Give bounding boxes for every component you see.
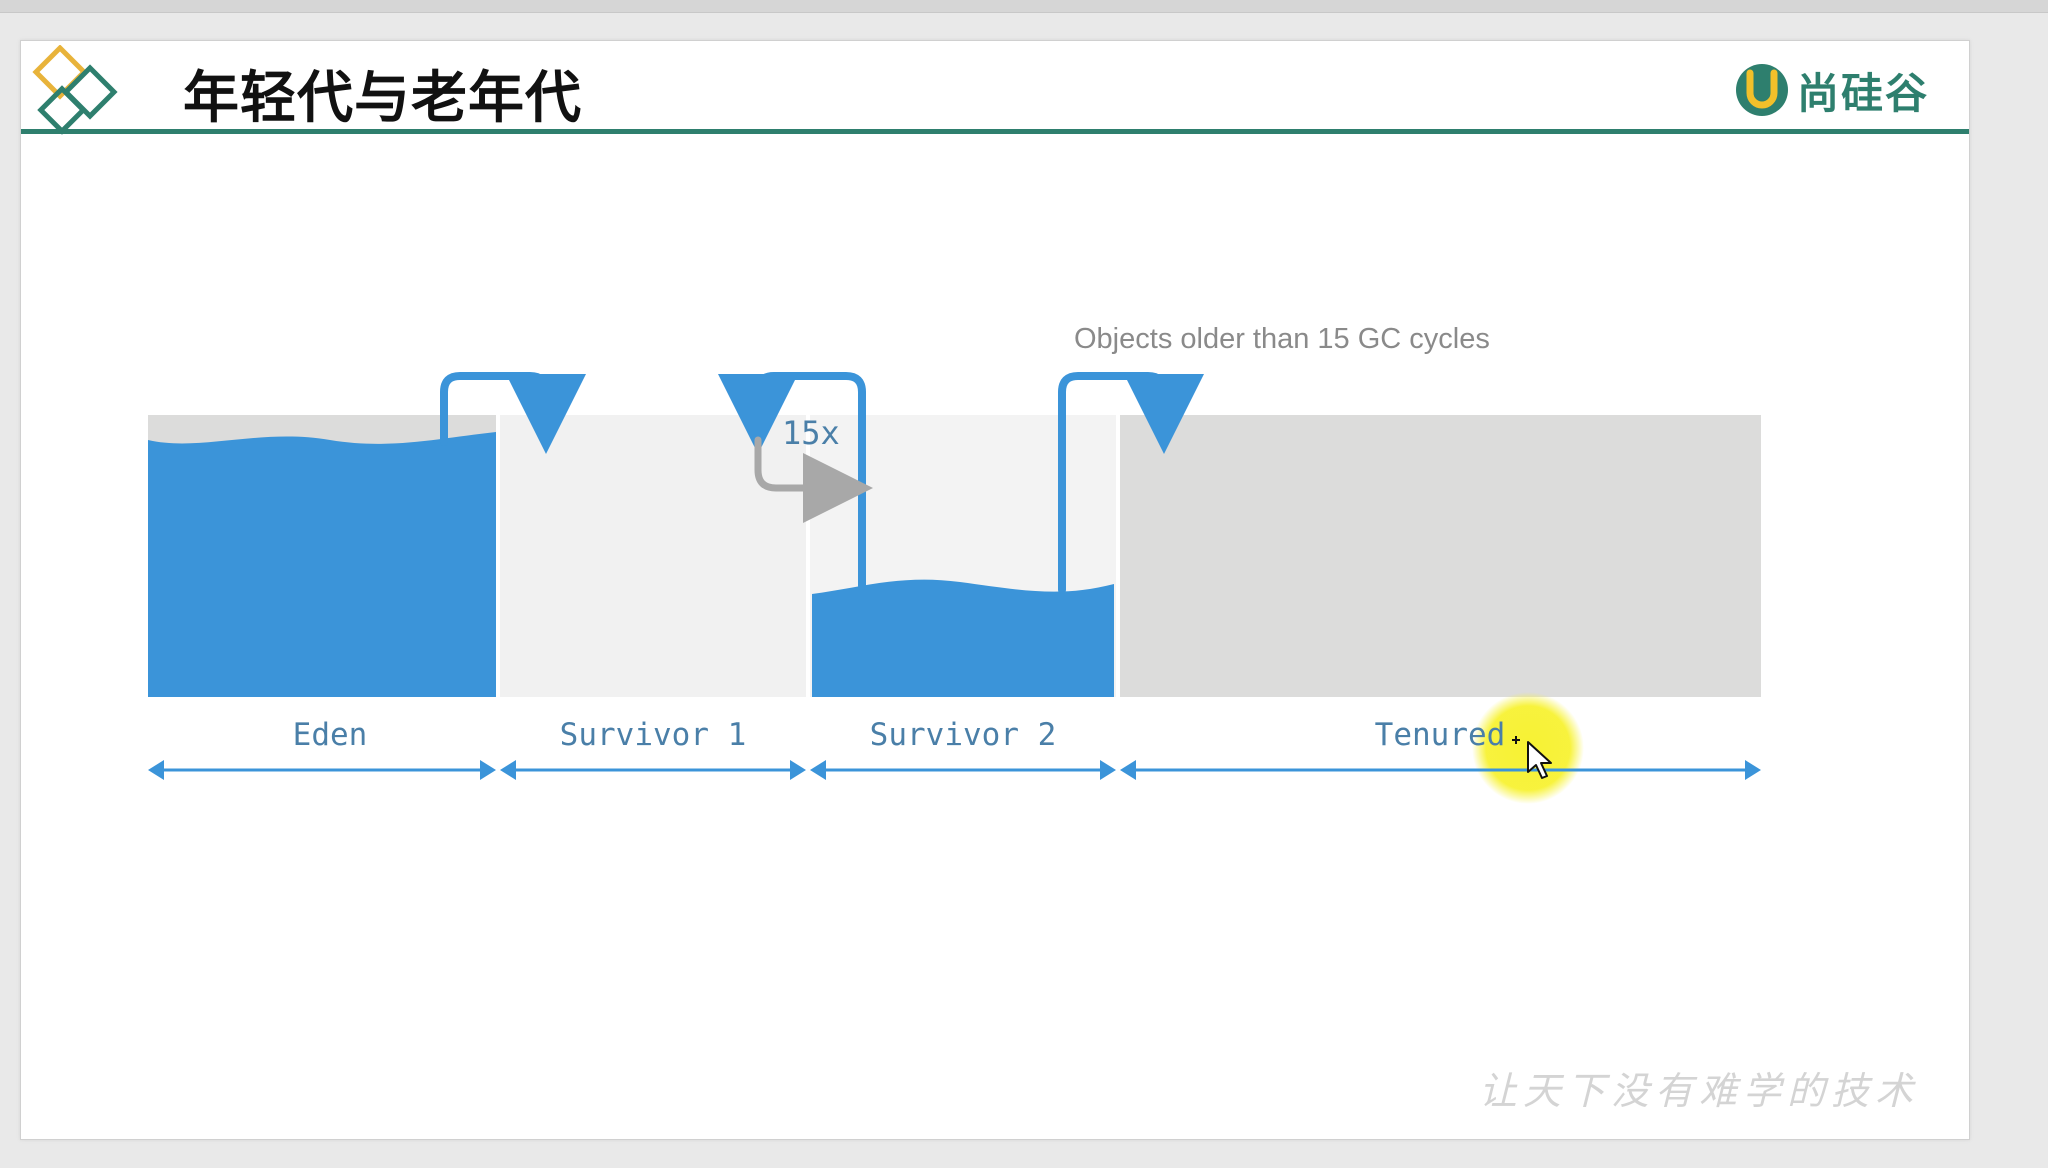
promotion-annotation: Objects older than 15 GC cycles	[1074, 323, 1490, 355]
survivor-2-label: Survivor 2	[870, 717, 1057, 753]
survivor-2-to-tenured-arrow	[1058, 372, 1204, 594]
eden-label: Eden	[293, 717, 368, 753]
header-rule	[21, 129, 1969, 134]
brand-name: 尚硅谷	[1796, 68, 1929, 118]
survivor-2-span-arrow	[810, 760, 1116, 780]
survivor-2-fill	[812, 579, 1114, 697]
tenured-span-arrow	[1120, 760, 1761, 780]
eden-span-arrow	[148, 760, 496, 780]
diamond-logo-icon	[32, 45, 118, 135]
brand-logo: 尚硅谷	[1733, 59, 1929, 121]
eden-to-survivor-1-arrow	[440, 372, 586, 454]
brand-u-icon	[1735, 64, 1788, 116]
footer-slogan: 让天下没有难学的技术	[1478, 1069, 1919, 1113]
survivor-1-span-arrow	[500, 760, 806, 780]
eden-fill	[148, 432, 496, 697]
tenured-label: Tenured	[1375, 717, 1506, 753]
mouse-cursor-icon	[1512, 736, 1552, 779]
survivor-1-label: Survivor 1	[560, 717, 747, 753]
survivor-2-to-survivor-1-arrow	[718, 372, 866, 590]
loop-count-label: 15x	[782, 414, 840, 452]
tenured-region	[1120, 415, 1761, 697]
loop-arrow	[754, 436, 873, 523]
slide-title: 年轻代与老年代	[183, 66, 582, 131]
window-top-strip	[0, 0, 2048, 13]
